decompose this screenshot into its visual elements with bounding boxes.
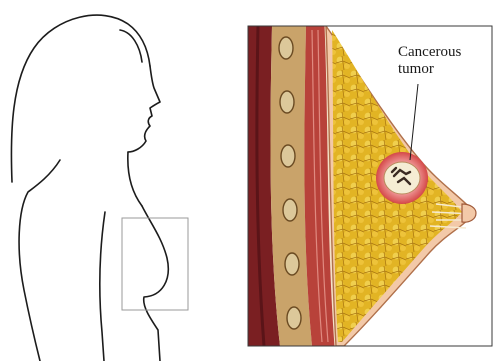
rib-4 [283, 199, 297, 221]
tumor-label: Cancerous tumor [398, 44, 494, 78]
tumor-label-line1: Cancerous [398, 44, 494, 61]
face-profile [128, 66, 160, 152]
breast-outline [142, 206, 168, 361]
arm-outline [100, 212, 105, 361]
hair-outline [11, 15, 150, 182]
rib-5 [285, 253, 299, 275]
back-outline [19, 160, 60, 361]
zoom-inset-frame [122, 218, 188, 310]
rib-1 [279, 37, 293, 59]
rib-6 [287, 307, 301, 329]
rib-3 [281, 145, 295, 167]
tumor-label-line2: tumor [398, 61, 494, 78]
rib-2 [280, 91, 294, 113]
neck-front [128, 152, 142, 206]
woman-profile-outline [11, 15, 168, 361]
